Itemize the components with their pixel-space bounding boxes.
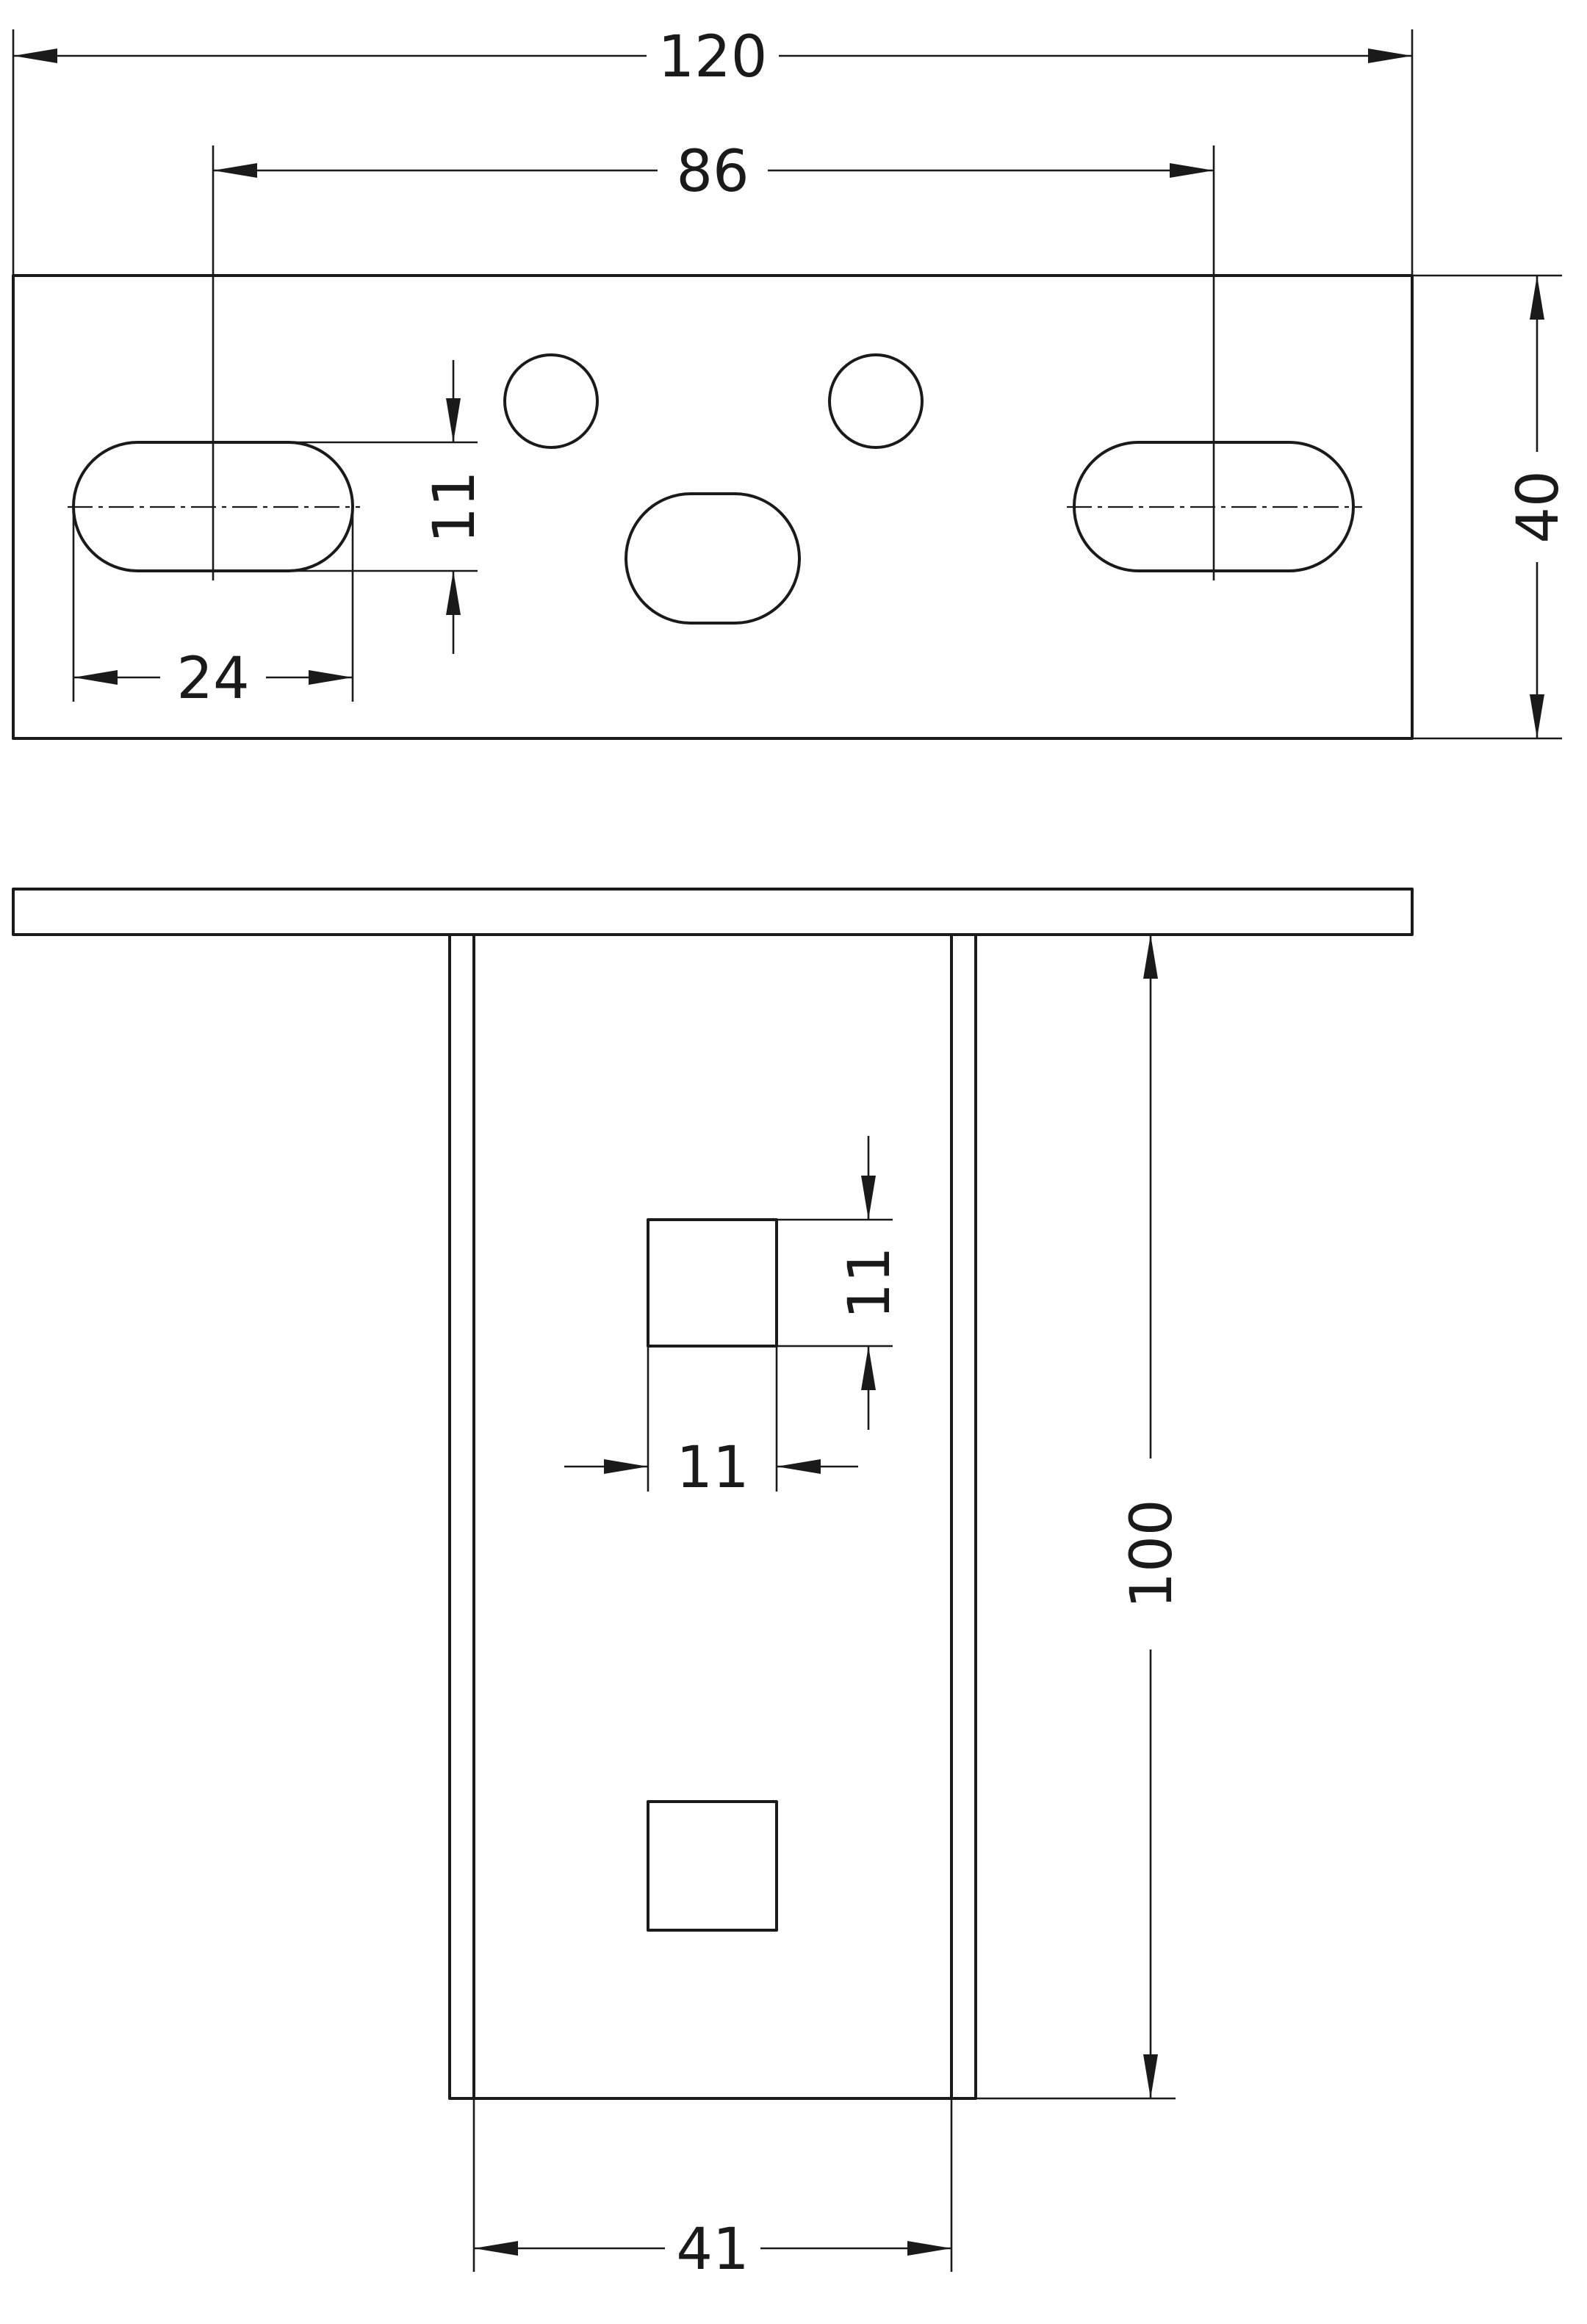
dimension-bracket-width: 41 xyxy=(472,2098,953,2283)
dimension-plate-height: 40 xyxy=(1412,274,1572,740)
dimension-label-11-slot: 11 xyxy=(422,470,488,543)
dimension-slot-height: 11 xyxy=(294,360,488,654)
dimension-bracket-length: 100 xyxy=(976,933,1185,2100)
bracket-body xyxy=(448,933,977,2100)
square-hole-lower xyxy=(647,1800,778,1932)
dimension-square-height: 11 xyxy=(777,1136,903,1430)
round-hole-right xyxy=(828,353,924,449)
dimension-slot-length: 24 xyxy=(72,507,354,712)
dimension-square-width: 11 xyxy=(564,1346,858,1501)
dimension-label-11-square-h: 11 xyxy=(837,1246,903,1319)
round-hole-left xyxy=(503,353,599,449)
dimension-slot-spacing: 86 xyxy=(212,139,1215,580)
dimension-label-24: 24 xyxy=(176,646,249,712)
front-view: 11 11 100 41 xyxy=(12,888,1414,2283)
dimension-label-86: 86 xyxy=(676,139,749,205)
base-plate-edge xyxy=(12,888,1414,936)
top-plate-outline xyxy=(12,274,1414,740)
oval-hole xyxy=(625,492,801,625)
dimension-label-40: 40 xyxy=(1505,470,1572,543)
dimension-label-41: 41 xyxy=(676,2217,749,2283)
dimension-label-100: 100 xyxy=(1119,1500,1185,1609)
dimension-plate-width: 120 xyxy=(12,24,1414,276)
dimension-label-120: 120 xyxy=(658,24,768,90)
dimension-label-11-square-w: 11 xyxy=(676,1435,749,1501)
square-hole-upper xyxy=(647,1218,778,1348)
top-view: 120 86 40 11 xyxy=(12,24,1572,740)
